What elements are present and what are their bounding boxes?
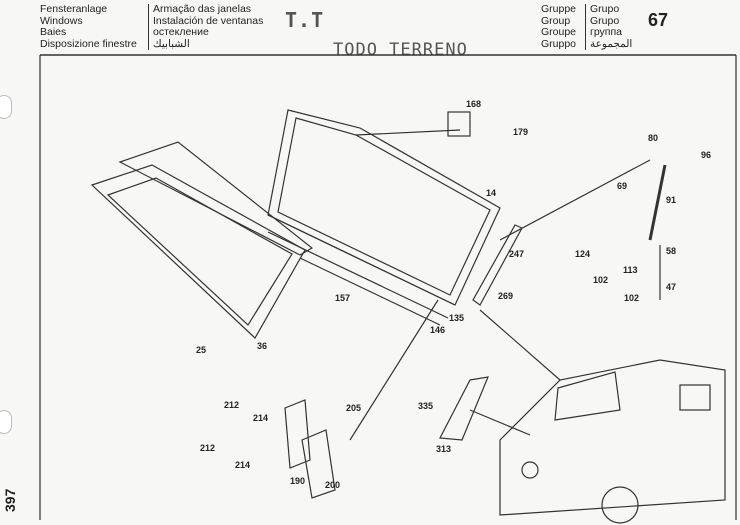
title-ru: остекление (153, 26, 209, 38)
group-label: группа (590, 26, 623, 38)
trim-247 (472, 224, 523, 306)
callout: 205 (346, 403, 362, 413)
group-labels-right: Grupo Grupo группа المجموعة (585, 3, 633, 50)
callout: 102 (624, 293, 640, 303)
callout: 313 (436, 444, 452, 454)
callout: 124 (575, 249, 591, 259)
hinge-168 (447, 111, 471, 137)
title-es: Instalación de ventanas (153, 14, 264, 27)
callout: 80 (648, 133, 659, 143)
callout: 146 (430, 325, 446, 335)
group-label: Gruppo (541, 37, 577, 50)
callout: 190 (290, 476, 306, 486)
title-block-left: Fensteranlage Windows Baies Disposizione… (40, 3, 137, 50)
callout: 91 (666, 195, 677, 205)
callout: 200 (325, 480, 341, 490)
title-pt: Armação das janelas (153, 3, 252, 15)
group-label: Groupe (541, 26, 577, 38)
glass-seal-36 (118, 141, 314, 256)
stamp-tt: T.T (285, 8, 325, 32)
callout: 335 (418, 401, 434, 411)
hinge-205 (284, 399, 311, 469)
callout: 47 (666, 282, 677, 292)
callout: 135 (449, 313, 465, 323)
callout: 212 (224, 400, 240, 410)
arm-91 (648, 164, 667, 241)
callout: 168 (466, 99, 482, 109)
group-label: Group (541, 14, 571, 27)
group-label: Gruppe (541, 3, 577, 15)
callout: 157 (335, 293, 351, 303)
seal-strip-135 (267, 231, 449, 319)
seal-strip-146 (299, 257, 441, 326)
binder-hole (0, 410, 12, 434)
callout: 25 (196, 345, 207, 355)
callout: 36 (257, 341, 268, 351)
title-ar: الشبابيك (153, 37, 190, 50)
callout: 247 (509, 249, 525, 259)
callout: 69 (617, 181, 628, 191)
vehicle-body (499, 359, 726, 516)
group-label: المجموعة (590, 37, 633, 50)
title-fr: Baies (40, 26, 67, 38)
title-it: Disposizione finestre (40, 37, 137, 50)
plate-200 (301, 429, 336, 499)
title-de: Fensteranlage (40, 3, 108, 15)
group-label: Grupo (590, 3, 620, 15)
window-frame-14 (267, 109, 501, 306)
vehicle-windshield (554, 371, 621, 421)
callout: 269 (498, 291, 514, 301)
group-labels-left: Gruppe Group Groupe Gruppo (541, 3, 577, 50)
group-label: Grupo (590, 14, 620, 27)
callout: 214 (253, 413, 269, 423)
callout: 113 (623, 265, 638, 275)
callout: 14 (486, 188, 497, 198)
callout: 96 (701, 150, 712, 160)
callout: 102 (593, 275, 609, 285)
group-number: 67 (648, 10, 669, 30)
callout: 214 (235, 460, 251, 470)
title-en: Windows (40, 14, 83, 27)
title-block-middle: Armação das janelas Instalación de venta… (148, 3, 264, 50)
callout: 212 (200, 443, 216, 453)
callout: 58 (666, 246, 677, 256)
pillar-313 (439, 376, 489, 441)
binder-hole (0, 95, 12, 119)
callout: 179 (513, 127, 529, 137)
